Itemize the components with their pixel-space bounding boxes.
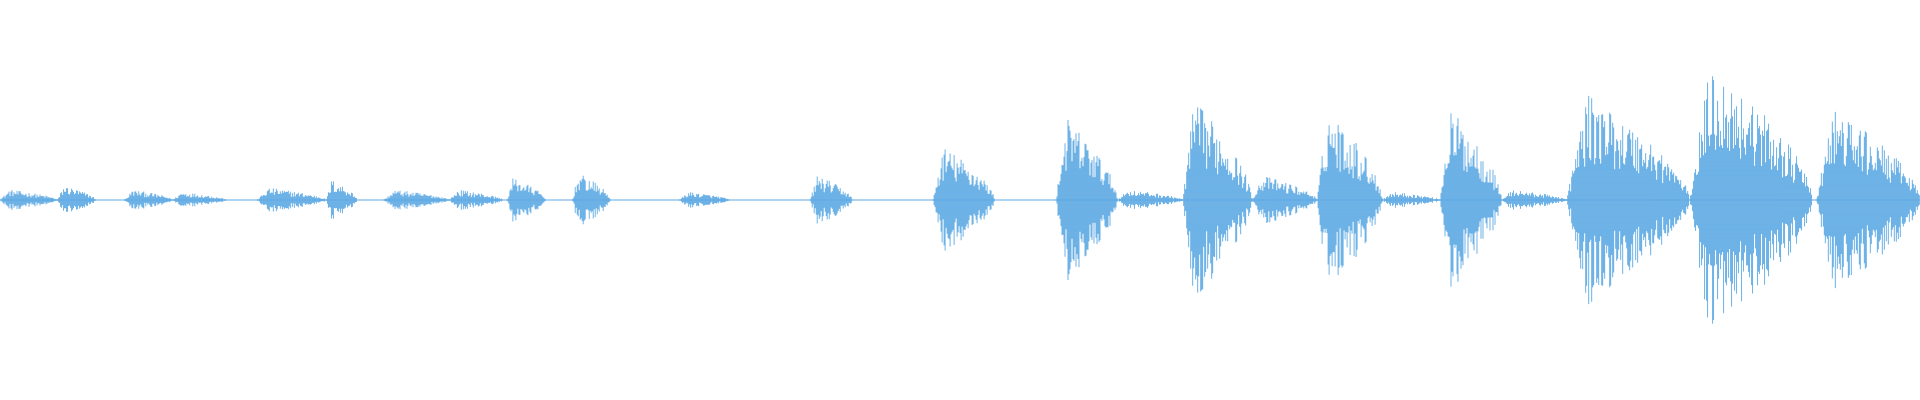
waveform-segment: [256, 188, 327, 212]
waveform-segment-bars: [1689, 76, 1813, 324]
waveform-segment: [448, 190, 503, 210]
waveform-segment-bars: [448, 190, 503, 210]
waveform-bars: [0, 76, 1920, 324]
waveform-segment-bars: [383, 190, 450, 210]
waveform-segment: [506, 178, 546, 222]
waveform-segment: [325, 181, 357, 219]
waveform-segment-bars: [506, 178, 546, 222]
waveform-segment-bars: [571, 175, 611, 225]
waveform-segment: [1439, 113, 1502, 287]
waveform-segment: [0, 190, 58, 210]
waveform-segment-bars: [1566, 95, 1690, 305]
waveform-segment-bars: [172, 193, 227, 207]
waveform-segment-bars: [256, 188, 327, 212]
waveform-segment-bars: [809, 176, 853, 224]
waveform-segment-bars: [57, 188, 97, 212]
waveform-segment: [1251, 177, 1318, 223]
waveform-segment-bars: [1182, 107, 1253, 293]
waveform-segment: [571, 175, 611, 225]
waveform-segment: [1500, 190, 1567, 210]
waveform-segment-bars: [1381, 192, 1440, 208]
waveform-segment-bars: [1116, 191, 1183, 209]
waveform-segment-bars: [932, 149, 995, 251]
waveform-segment-bars: [1439, 113, 1502, 287]
waveform-segment: [809, 176, 853, 224]
waveform-segment: [1689, 76, 1813, 324]
waveform-segment: [1381, 192, 1440, 208]
waveform-segment: [1182, 107, 1253, 293]
waveform-segment-bars: [1815, 111, 1920, 289]
waveform-segment-bars: [1251, 177, 1318, 223]
waveform-segment: [1566, 95, 1690, 305]
waveform-segment-bars: [0, 190, 58, 210]
waveform-segment: [1116, 191, 1183, 209]
waveform-segment: [1316, 124, 1383, 276]
waveform-segment: [172, 193, 227, 207]
waveform-segment-bars: [325, 181, 357, 219]
waveform-segment: [1055, 120, 1118, 280]
waveform-segment: [57, 188, 97, 212]
waveform-segment-bars: [124, 191, 173, 209]
waveform-segment-bars: [679, 192, 730, 208]
waveform-segment: [383, 190, 450, 210]
waveform-segment-bars: [1316, 124, 1383, 276]
waveform-segment: [679, 192, 730, 208]
waveform-segment: [1815, 111, 1920, 289]
waveform-segment: [932, 149, 995, 251]
waveform-segment-bars: [1055, 120, 1118, 280]
waveform-segment: [124, 191, 173, 209]
waveform-segment-bars: [1500, 190, 1567, 210]
